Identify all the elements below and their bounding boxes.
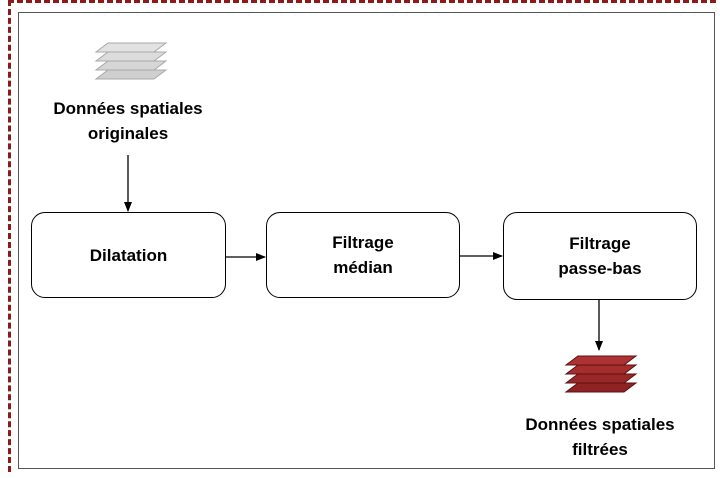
output-data-layers-icon: [564, 355, 638, 393]
output-data-label: Données spatiales filtrées: [492, 412, 708, 462]
step-dilatation-label: Dilatation: [89, 245, 168, 265]
step-median-filter-box: Filtrage médian: [266, 212, 460, 298]
input-data-label-line1: Données spatiales: [53, 99, 203, 118]
step-lowpass-filter-line1: Filtrage: [569, 234, 631, 253]
step-median-filter-line1: Filtrage: [332, 233, 394, 252]
diagram-panel: [18, 12, 715, 469]
output-data-label-line2: filtrées: [572, 440, 628, 459]
step-lowpass-filter-line2: passe-bas: [558, 259, 642, 278]
output-data-label-line1: Données spatiales: [525, 415, 675, 434]
outer-dashed-frame: [8, 0, 716, 472]
step-lowpass-filter-box: Filtrage passe-bas: [503, 212, 697, 300]
input-data-layers-icon: [94, 42, 168, 80]
input-data-label: Données spatiales originales: [20, 96, 236, 146]
input-data-label-line2: originales: [87, 124, 169, 143]
step-median-filter-line2: médian: [333, 258, 393, 277]
step-dilatation-box: Dilatation: [31, 212, 226, 298]
